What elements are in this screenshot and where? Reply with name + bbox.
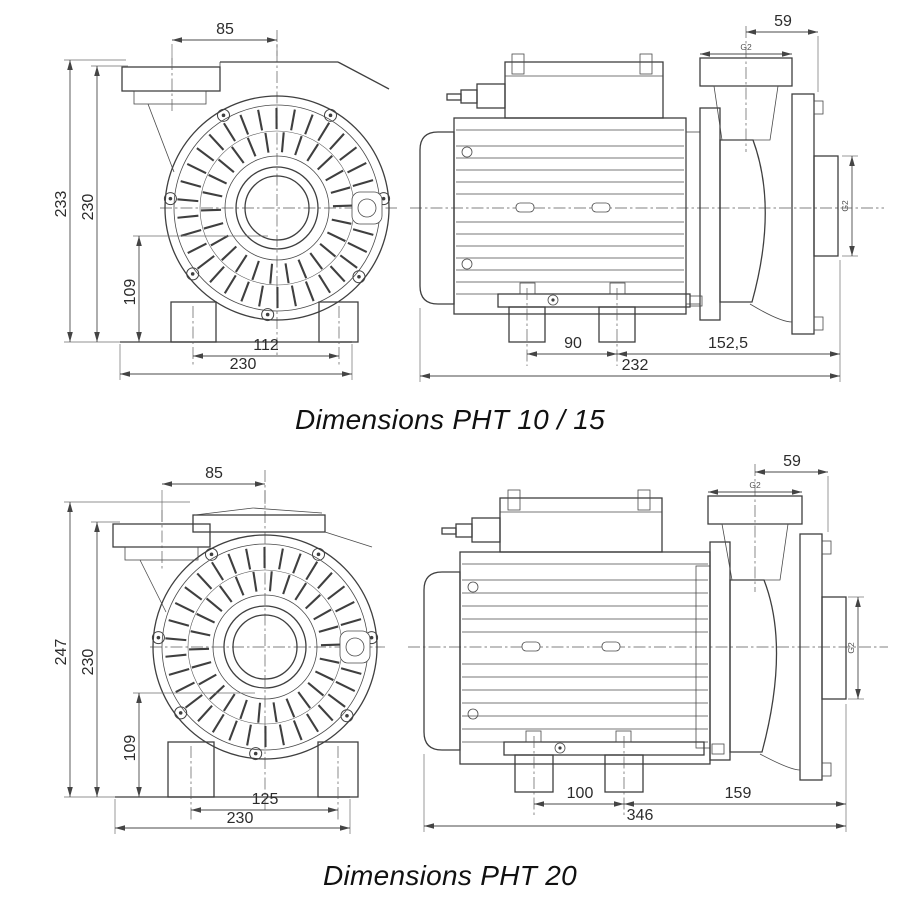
pump-flange — [709, 541, 731, 761]
dim-text-90: 90 — [564, 335, 582, 352]
suction-port — [699, 57, 793, 141]
dim-foot-span: 112 — [192, 306, 340, 366]
dim-text-233: 233 — [53, 191, 70, 218]
dim-overall-width: 230 — [114, 799, 351, 834]
dim-overall-width: 230 — [119, 344, 353, 380]
dim-text-346: 346 — [627, 807, 654, 824]
terminal-box-side — [499, 489, 663, 553]
figure-pht10-15: 85 233 230 109 — [53, 13, 884, 435]
dim-foot-spacing: 90 — [526, 288, 618, 366]
dim-text-g2-side: G2 — [846, 642, 856, 654]
dim-text-247: 247 — [53, 639, 70, 666]
side-view-pht10-15: 59 G2 G2 90 — [410, 13, 884, 382]
dim-foot-span: 125 — [190, 746, 339, 820]
dim-text-109: 109 — [122, 735, 139, 762]
dim-overall-height: 233 — [53, 59, 126, 343]
dim-axis-height: 109 — [122, 235, 268, 342]
motor-body — [459, 551, 711, 765]
cable-gland — [441, 517, 501, 543]
figure-pht20: 85 247 230 109 — [0, 452, 900, 900]
motor-cooling-fins — [456, 145, 684, 295]
top-cover — [219, 61, 390, 90]
dim-body-height: 230 — [80, 65, 128, 342]
fan-cover-inner-fins — [189, 571, 341, 723]
dim-text-230w: 230 — [227, 810, 254, 827]
drawing-pht20: 85 247 230 109 — [53, 453, 888, 834]
dim-body-height: 230 — [80, 521, 120, 797]
dim-text-59: 59 — [774, 13, 792, 30]
top-cover — [192, 507, 373, 548]
dim-text-230v: 230 — [80, 649, 97, 676]
dim-box-offset: 85 — [161, 465, 266, 522]
cable-gland — [446, 83, 506, 109]
dim-text-g2-top: G2 — [740, 42, 752, 52]
dim-text-125: 125 — [252, 791, 279, 808]
dim-foot-to-flange: 152,5 — [617, 260, 841, 382]
discharge-flange — [749, 93, 839, 335]
dim-port-offset: 59 — [755, 453, 829, 532]
dim-text-59: 59 — [783, 453, 801, 470]
terminal-box-side — [504, 53, 664, 119]
dim-text-85: 85 — [216, 21, 234, 38]
mounting-feet-front — [120, 301, 359, 343]
dim-text-g2-side: G2 — [840, 200, 850, 212]
figure-title-pht10-15: Dimensions PHT 10 / 15 — [294, 404, 606, 435]
dim-text-109: 109 — [122, 279, 139, 306]
pump-flange — [699, 107, 721, 321]
pump-volute — [719, 139, 766, 303]
mounting-feet-side — [503, 730, 725, 793]
dim-axis-height: 109 — [122, 692, 255, 797]
suction-port — [707, 495, 803, 581]
dim-text-230v: 230 — [80, 194, 97, 221]
dim-text-112: 112 — [253, 337, 279, 354]
dim-overall-height: 247 — [53, 501, 190, 798]
side-port-boss — [351, 191, 383, 225]
mounting-feet-front — [115, 741, 359, 798]
dim-overall-length: 346 — [423, 754, 846, 832]
dim-port-thread: G2 — [700, 42, 792, 57]
figure-title-pht20: Dimensions PHT 20 — [322, 860, 578, 891]
motor-end-cap — [423, 571, 461, 751]
cover-bolts — [151, 547, 379, 761]
dim-foot-to-flange: 159 — [624, 704, 847, 832]
dim-text-152-5: 152,5 — [708, 335, 748, 352]
dim-overall-length: 232 — [419, 308, 840, 382]
terminal-box — [112, 510, 211, 613]
motor-cooling-fins — [462, 579, 708, 743]
motor-end-cap — [419, 131, 455, 305]
dim-foot-spacing: 100 — [533, 736, 625, 818]
side-port-boss — [339, 630, 371, 664]
mounting-feet-side — [497, 282, 703, 343]
dim-text-g2-top: G2 — [749, 480, 761, 490]
pump-volute — [729, 579, 778, 753]
dim-text-100: 100 — [567, 785, 594, 802]
discharge-flange — [759, 533, 847, 781]
motor-body — [453, 117, 687, 315]
dim-box-offset: 85 — [171, 21, 278, 64]
side-view-pht20: 59 G2 G2 100 — [408, 453, 888, 832]
dim-text-159: 159 — [725, 785, 752, 802]
front-view-pht10-15: 85 233 230 109 — [53, 21, 397, 380]
dim-text-232: 232 — [622, 357, 649, 374]
drawing-pht10-15: 85 233 230 109 — [53, 13, 884, 382]
dim-side-port-thread: G2 — [840, 155, 858, 257]
dim-text-230w: 230 — [230, 356, 257, 373]
fan-cover-inner-fins — [201, 132, 353, 284]
front-view-pht20: 85 247 230 109 — [53, 465, 385, 834]
dim-text-85: 85 — [205, 465, 223, 482]
dim-port-thread: G2 — [708, 480, 802, 495]
dim-side-port-thread: G2 — [846, 596, 864, 700]
dim-port-offset: 59 — [746, 13, 819, 92]
terminal-box — [121, 58, 221, 173]
